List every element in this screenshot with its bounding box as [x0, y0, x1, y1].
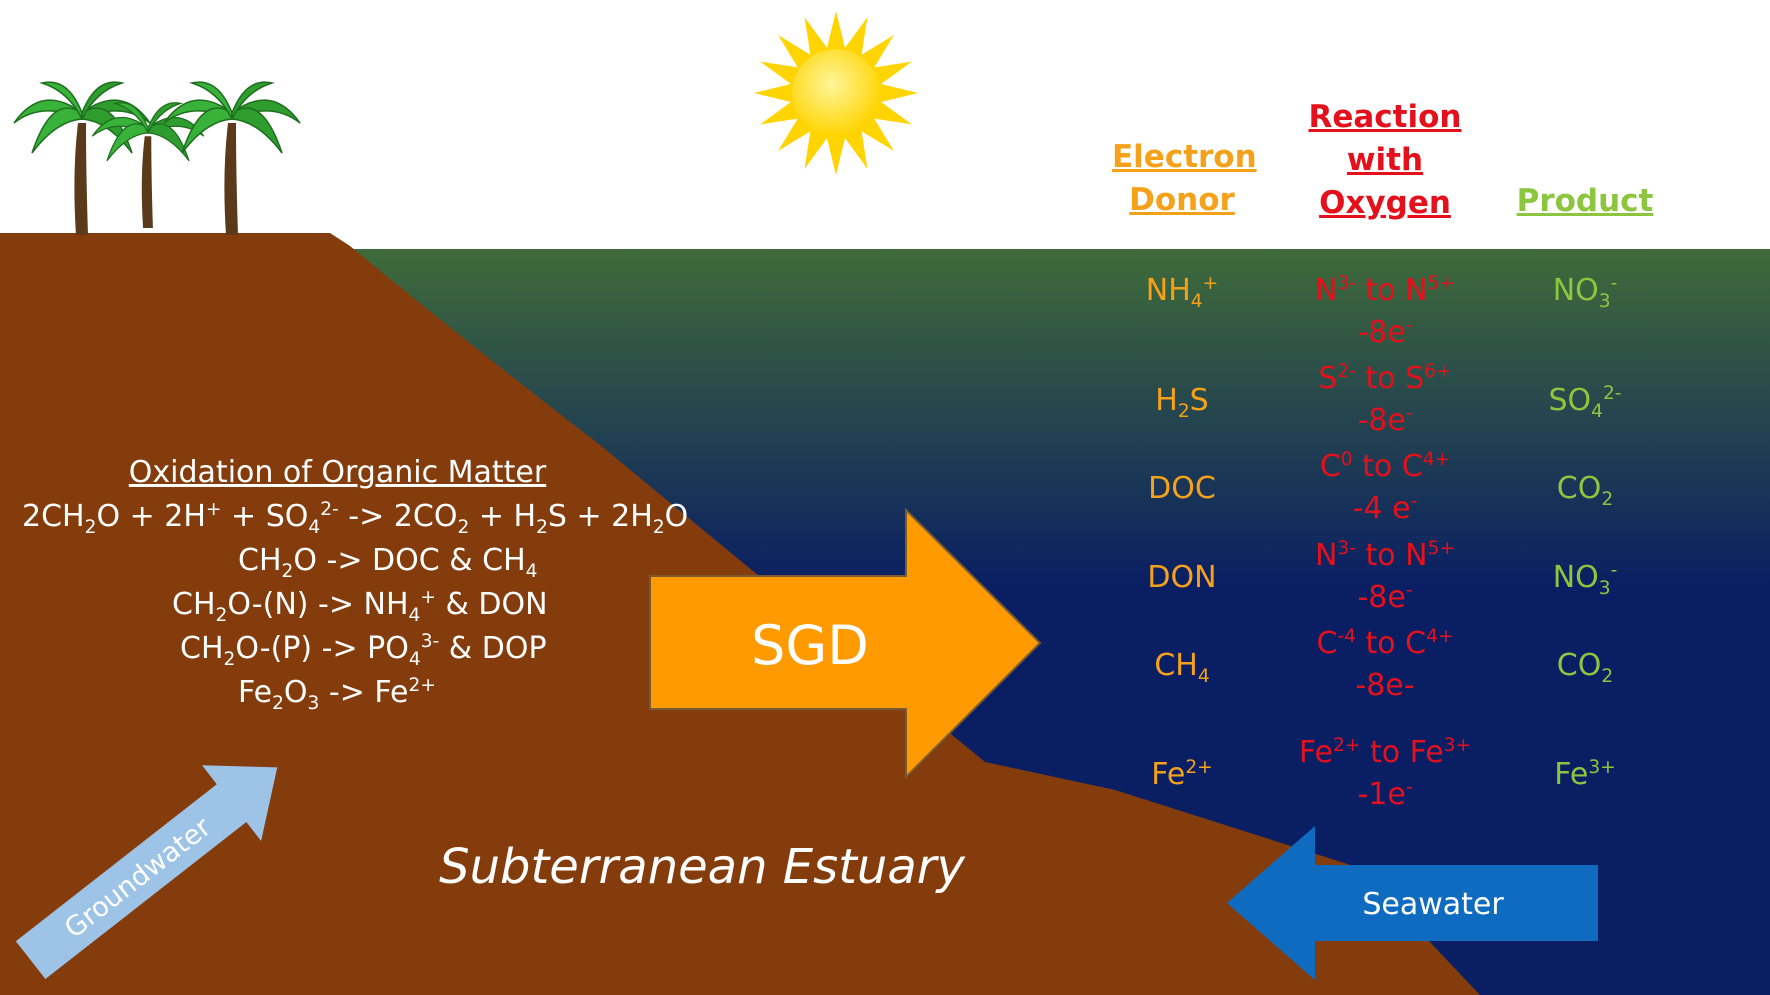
oxidation-equation: CH2O -> DOC & CH4 — [238, 543, 538, 582]
reaction-cell: C0 to C4+ -4 e- — [1290, 450, 1480, 525]
oxidation-equation: 2CH2O + 2H+ + SO42- -> 2CO2 + H2S + 2H2O — [22, 499, 689, 538]
reaction-line-1: C0 to C4+ — [1319, 449, 1451, 484]
oxidation-equation: CH2O-(P) -> PO43- & DOP — [180, 631, 547, 670]
reaction-cell: C-4 to C4+ -8e- — [1290, 627, 1480, 702]
donor-cell: CH4 — [1154, 648, 1210, 687]
reaction-cell: S2- to S6+ -8e- — [1290, 362, 1480, 437]
reaction-cell: Fe2+ to Fe3+ -1e- — [1290, 736, 1480, 811]
reaction-line-2: -8e- — [1357, 580, 1413, 615]
header-donor-line-2: Donor — [1129, 182, 1235, 219]
seawater-arrow — [1227, 826, 1598, 980]
donor-cell: Fe2+ — [1151, 757, 1213, 792]
donor-cell: DON — [1147, 560, 1217, 595]
product-cell: SO42- — [1548, 383, 1622, 422]
oxidation-equation: CH2O-(N) -> NH4+ & DON — [172, 587, 548, 626]
reaction-line-2: -1e- — [1357, 777, 1413, 812]
palm-tree-icon — [163, 81, 301, 235]
reaction-line-1: N3- to N5+ — [1314, 273, 1456, 308]
product-cell: CO2 — [1556, 648, 1614, 687]
donor-cell: NH4+ — [1145, 273, 1219, 312]
reaction-line-2: -4 e- — [1352, 491, 1418, 526]
oxidation-equation: Fe2O3 -> Fe2+ — [238, 675, 436, 714]
palm-tree-icon — [91, 102, 205, 229]
product-cell: Fe3+ — [1554, 757, 1616, 792]
reaction-line-1: N3- to N5+ — [1314, 538, 1456, 573]
sgd-label: SGD — [751, 614, 869, 677]
header-reaction-line-3: Oxygen — [1319, 185, 1451, 222]
sun-icon — [754, 11, 918, 175]
product-cell: CO2 — [1556, 471, 1614, 510]
header-product: Product — [1516, 183, 1654, 219]
reaction-line-2: -8e- — [1357, 403, 1413, 438]
reaction-line-1: S2- to S6+ — [1318, 361, 1452, 396]
product-cell: NO3- — [1552, 273, 1618, 312]
reaction-line-1: C-4 to C4+ — [1316, 626, 1454, 661]
header-electron-donor: Electron Donor — [1112, 139, 1257, 219]
header-donor-line-1: Electron — [1112, 139, 1257, 175]
reaction-line-1: Fe2+ to Fe3+ — [1298, 735, 1472, 770]
seawater-label: Seawater — [1362, 887, 1504, 922]
header-reaction-line-1: Reaction — [1308, 99, 1462, 135]
reaction-line-2: -8e- — [1357, 315, 1413, 350]
donor-cell: H2S — [1155, 383, 1209, 422]
estuary-label: Subterranean Estuary — [439, 839, 965, 895]
reaction-cell: N3- to N5+ -8e- — [1290, 539, 1480, 614]
donor-cell: DOC — [1148, 471, 1216, 506]
header-reaction-with-oxygen: Reaction with Oxygen — [1300, 100, 1470, 220]
reaction-line-2: -8e- — [1355, 668, 1415, 703]
product-cell: NO3- — [1552, 560, 1618, 599]
sgd-arrow — [649, 507, 1042, 780]
oxidation-title: Oxidation of Organic Matter — [128, 455, 547, 490]
header-reaction-line-2: with — [1346, 142, 1424, 179]
reaction-cell: N3- to N5+ -8e- — [1290, 274, 1480, 349]
